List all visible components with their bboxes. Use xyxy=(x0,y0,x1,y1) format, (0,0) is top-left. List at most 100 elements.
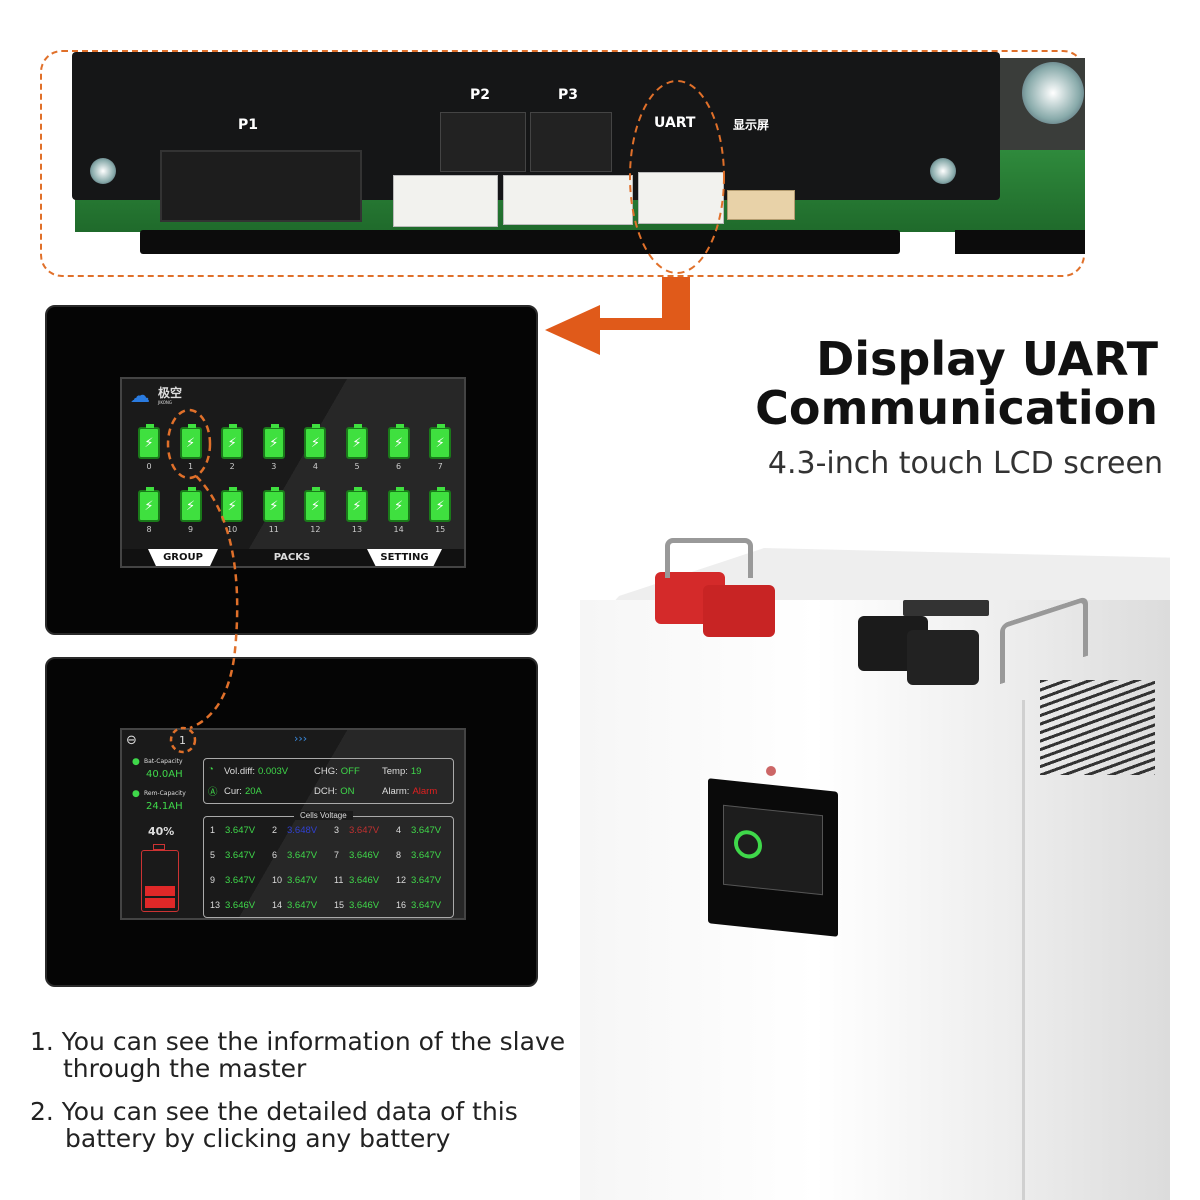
alarm-value: Alarm xyxy=(412,786,438,797)
pack-label: 2 xyxy=(229,462,235,471)
relay-2 xyxy=(530,112,612,172)
dch-value: ON xyxy=(340,786,355,797)
cell-index: 16 xyxy=(396,900,407,910)
pack-battery-11[interactable]: ⚡ xyxy=(262,487,285,522)
pack-label: 8 xyxy=(146,525,152,534)
cell-index: 4 xyxy=(396,825,402,835)
cells-title: Cells Voltage xyxy=(294,811,353,820)
subtitle: 4.3-inch touch LCD screen xyxy=(767,446,1163,481)
pack-label: 4 xyxy=(312,462,318,471)
packs-screen: ☁ 极空 JIKONG ⚡0⚡1⚡2⚡3⚡4⚡5⚡6⚡7⚡8⚡9⚡10⚡11⚡1… xyxy=(120,377,466,568)
pack-battery-10[interactable]: ⚡ xyxy=(221,487,244,522)
cell-voltage: 3.646V xyxy=(349,900,380,911)
temp-value: 19 xyxy=(410,766,422,777)
cell-index: 10 xyxy=(272,875,283,885)
cur-field: Cur:20A xyxy=(224,786,262,797)
display-connector xyxy=(727,190,795,220)
cell-voltage: 3.647V xyxy=(287,850,318,861)
back-arrow-icon[interactable]: ⊖ xyxy=(126,733,137,748)
pcb-base xyxy=(140,230,900,254)
pcb-cover-tab xyxy=(805,150,997,198)
terminal-bolt-icon xyxy=(1022,62,1084,124)
dch-label: DCH: xyxy=(314,786,338,797)
bat-capacity-value: 40.0AH xyxy=(146,769,183,780)
cell-index: 14 xyxy=(272,900,283,910)
gauge-icon: ◔ xyxy=(208,764,214,775)
note-1: 1. You can see the information of the sl… xyxy=(30,1027,566,1056)
pack-battery-8[interactable]: ⚡ xyxy=(138,487,160,522)
logo-text: 极空 xyxy=(158,386,183,400)
pack-label: 3 xyxy=(271,462,277,471)
positive-terminal-cap xyxy=(703,585,775,637)
label-p3: P3 xyxy=(558,87,579,103)
pack-battery-7[interactable]: ⚡ xyxy=(429,424,452,459)
negative-terminal-cap xyxy=(907,630,979,685)
pack-label: 9 xyxy=(188,525,194,534)
cell-index: 3 xyxy=(334,825,340,835)
pack-label: 1 xyxy=(188,462,194,471)
cell-index: 13 xyxy=(210,900,221,910)
pack-battery-15[interactable]: ⚡ xyxy=(429,487,452,522)
heading-line1: Display UART xyxy=(816,332,1158,386)
temp-field: Temp:19 xyxy=(382,766,421,777)
logo-subtext: JIKONG xyxy=(158,400,173,405)
pack-battery-5[interactable]: ⚡ xyxy=(346,424,368,459)
cell-index: 9 xyxy=(210,875,216,885)
cell-index: 15 xyxy=(334,900,345,910)
cell-voltage: 3.647V xyxy=(411,875,442,886)
pack-label: 11 xyxy=(268,525,279,534)
tablet-pack-detail: ⊖ 1 ››› ● Bat-Capacity 40.0AH ● Rem-Capa… xyxy=(45,657,538,987)
cell-voltage: 3.647V xyxy=(287,900,318,911)
pack-label: 12 xyxy=(310,525,321,534)
pack-battery-14[interactable]: ⚡ xyxy=(387,487,410,522)
pie-icon: ● xyxy=(132,757,140,767)
rem-capacity-label: Rem-Capacity xyxy=(144,790,186,797)
voldiff-label: Vol.diff: xyxy=(224,766,255,777)
pack-label: 10 xyxy=(227,525,238,534)
cell-voltage: 3.647V xyxy=(349,825,380,836)
info-panel: ◔ Vol.diff:0.003V CHG:OFF Temp:19 Ⓐ Cur:… xyxy=(203,758,454,804)
cell-voltage: 3.647V xyxy=(287,875,318,886)
pie-icon: ● xyxy=(132,789,140,799)
cur-value: 20A xyxy=(244,786,262,797)
pack-label: 7 xyxy=(437,462,443,471)
cur-label: Cur: xyxy=(224,786,242,797)
note-2: 2. You can see the detailed data of this xyxy=(30,1097,518,1126)
note-2-cont: battery by clicking any battery xyxy=(65,1124,451,1153)
cell-index: 2 xyxy=(272,825,278,835)
alarm-label: Alarm: xyxy=(382,786,410,797)
pack-battery-2[interactable]: ⚡ xyxy=(221,424,244,459)
pack-battery-9[interactable]: ⚡ xyxy=(179,487,202,522)
comm-ports xyxy=(903,600,989,616)
pack-battery-4[interactable]: ⚡ xyxy=(304,424,327,459)
pack-battery-3[interactable]: ⚡ xyxy=(262,424,285,459)
cell-voltage: 3.647V xyxy=(411,900,442,911)
vent-grille xyxy=(1040,680,1155,775)
tab-group[interactable]: GROUP xyxy=(148,549,218,566)
pack-battery-13[interactable]: ⚡ xyxy=(346,487,368,522)
cell-voltage: 3.646V xyxy=(349,850,380,861)
cell-index: 8 xyxy=(396,850,402,860)
pack-battery-0[interactable]: ⚡ xyxy=(138,424,160,459)
label-p1: P1 xyxy=(238,117,259,133)
cell-index: 6 xyxy=(272,850,278,860)
label-display: 显示屏 xyxy=(733,118,770,132)
note-1-cont: through the master xyxy=(63,1054,307,1083)
pack-battery-12[interactable]: ⚡ xyxy=(304,487,327,522)
tab-packs[interactable]: PACKS xyxy=(273,552,311,563)
pack-battery-1[interactable]: ⚡ xyxy=(179,424,202,459)
chg-field: CHG:OFF xyxy=(314,766,360,777)
pack-label: 14 xyxy=(393,525,404,534)
p2-connector xyxy=(393,175,498,227)
chevrons-icon[interactable]: ››› xyxy=(294,732,308,745)
cell-voltage: 3.646V xyxy=(225,900,256,911)
pack-detail-screen: ⊖ 1 ››› ● Bat-Capacity 40.0AH ● Rem-Capa… xyxy=(120,728,466,920)
screw-icon xyxy=(90,158,116,184)
pack-label: 13 xyxy=(351,525,363,534)
pack-label: 5 xyxy=(354,462,360,471)
cell-index: 7 xyxy=(334,850,340,860)
pack-battery-6[interactable]: ⚡ xyxy=(387,424,410,459)
tab-setting[interactable]: SETTING xyxy=(367,549,442,566)
cell-voltage: 3.647V xyxy=(225,825,256,836)
